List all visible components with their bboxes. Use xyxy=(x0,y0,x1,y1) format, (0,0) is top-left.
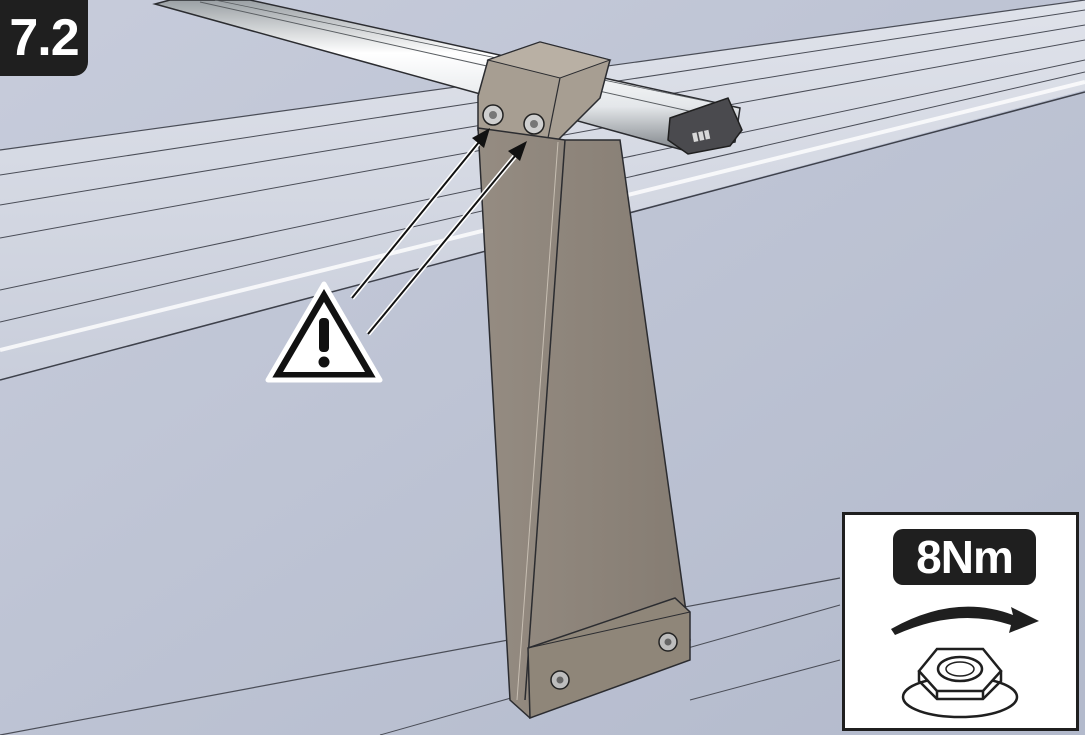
bar-end-cap xyxy=(667,97,743,155)
bracket-foot-plate xyxy=(527,597,691,720)
clockwise-arrow-icon xyxy=(891,606,1039,635)
torque-spec-panel: 8Nm xyxy=(842,512,1079,731)
foot-bolt-right xyxy=(658,632,678,652)
step-number-badge: 7.2 xyxy=(0,0,88,76)
roof-bar xyxy=(152,0,741,153)
svg-text:▮▮▮: ▮▮▮ xyxy=(691,128,711,144)
top-bolt-right xyxy=(523,113,545,135)
torque-illustration xyxy=(891,606,1039,719)
torque-value-label: 8Nm xyxy=(893,529,1036,585)
flange-nut-icon xyxy=(901,647,1019,719)
pointer-arrows xyxy=(350,128,527,336)
warning-triangle-icon xyxy=(265,281,383,383)
top-bolt-left xyxy=(482,104,504,126)
foot-bolt-left xyxy=(550,670,570,690)
